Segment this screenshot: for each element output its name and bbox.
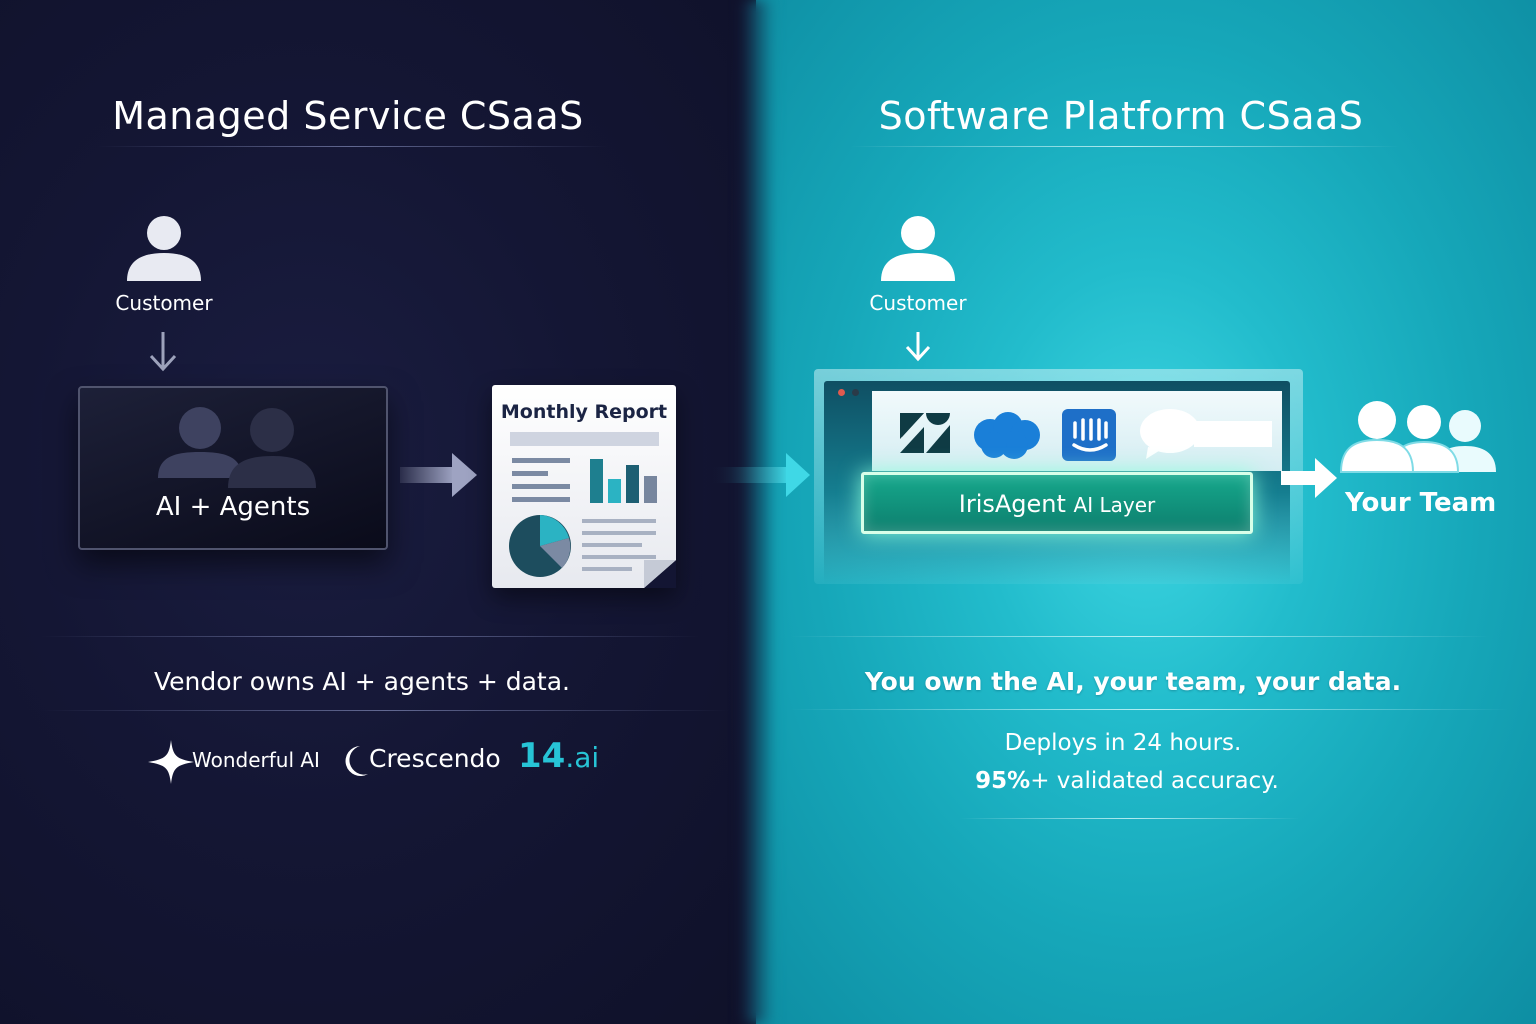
customer-icon [124,215,204,283]
14ai-suffix: .ai [565,741,600,774]
layer-suffix: AI Layer [1073,493,1156,517]
arrow-down-icon-right [903,330,933,366]
accuracy-value: 95% [975,768,1031,794]
report-title: Monthly Report [500,401,668,423]
14ai-logo: 14.ai [518,736,599,776]
bottom-divider-right [960,818,1300,819]
software-platform-title: Software Platform CSaaS [878,94,1364,138]
accuracy-rest: + validated accuracy. [1030,768,1279,794]
arrow-right-teal-icon [712,450,812,504]
chat-bubble-icon [1138,407,1278,467]
your-team-label: Your Team [1345,488,1497,518]
customer-label-right: Customer [869,291,967,315]
deploy-time-text: Deploys in 24 hours. [1004,730,1242,756]
customer-icon-right [878,215,958,283]
salesforce-cloud-icon [970,411,1042,465]
vendor-statement: Vendor owns AI + agents + data. [154,667,570,696]
arrow-down-icon [148,330,178,376]
wonderful-ai-logo: Wonderful AI [192,748,320,772]
integrations-bar [872,391,1282,471]
team-group-icon [1340,400,1498,474]
ai-layer-label: IrisAgent AI Layer [864,490,1250,518]
title-divider [96,146,608,147]
irisagent-ai-layer: IrisAgent AI Layer [861,472,1253,534]
intercom-icon [1062,409,1116,465]
section-divider [40,636,700,637]
title-divider-right [850,146,1400,147]
statement-divider-right [790,709,1510,710]
crescent-icon [340,744,370,782]
ownership-statement: You own the AI, your team, your data. [864,667,1402,696]
ai-agents-box: AI + Agents [78,386,388,550]
window-dot-dark [852,389,859,396]
report-graphic-icon [509,432,676,588]
zendesk-icon [900,413,950,459]
14ai-number: 14 [518,736,566,776]
crescendo-logo: Crescendo [369,744,501,773]
sparkle-icon [148,740,194,788]
accuracy-text: 95%+ validated accuracy. [860,768,1394,794]
layer-name: IrisAgent [958,490,1066,518]
customer-label: Customer [115,291,213,315]
section-divider-right [790,636,1490,637]
arrow-right-icon [400,450,480,504]
agents-group-icon [156,404,318,494]
statement-divider [40,710,730,711]
arrow-right-white-icon [1281,456,1339,504]
window-dot-red [838,389,845,396]
managed-service-title: Managed Service CSaaS [112,94,584,138]
agents-label: AI + Agents [155,492,311,522]
monthly-report-card: Monthly Report [492,385,676,588]
